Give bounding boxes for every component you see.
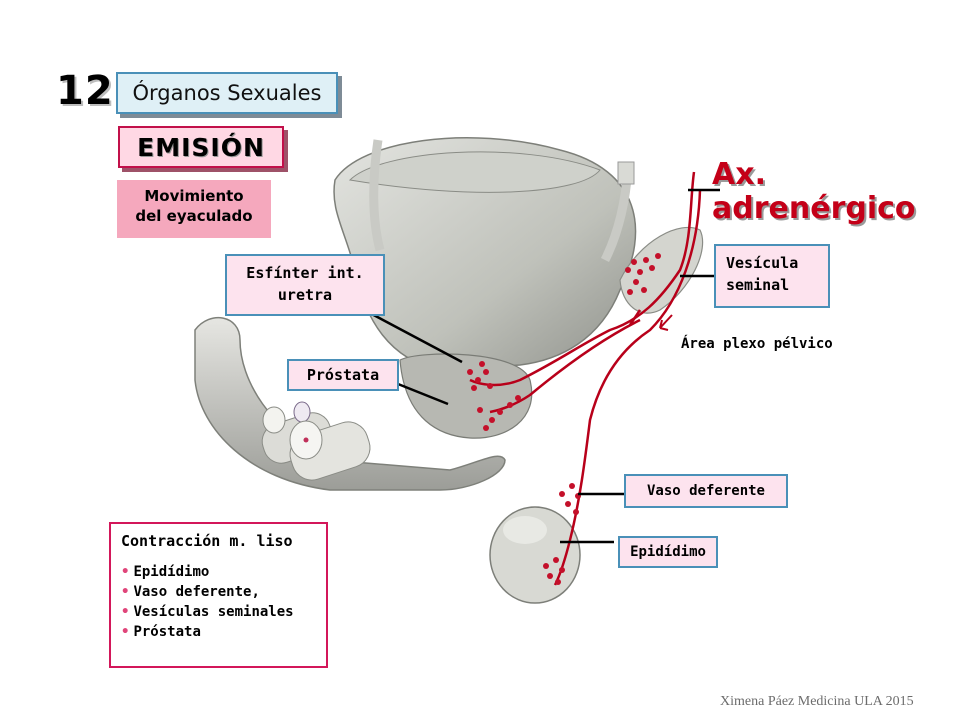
label-axon-adrenergico: Ax. adrenérgico: [712, 158, 916, 226]
ureter-left: [369, 139, 385, 252]
contraction-item-text: Epidídimo: [133, 564, 210, 580]
prostate-shape: [399, 353, 533, 439]
bullet-icon: •: [121, 624, 130, 640]
contraction-box: Contracción m. liso •Epidídimo •Vaso def…: [109, 522, 328, 668]
esfinter-line-2: uretra: [277, 286, 333, 304]
label-area-plexo: Área plexo pélvico: [681, 336, 833, 352]
bladder-apex: [348, 151, 601, 193]
contraction-item-text: Próstata: [133, 624, 201, 640]
leader-lines: [367, 188, 720, 544]
subtitle-line-1: Movimiento: [144, 187, 244, 205]
subtitle-line-2: del eyaculado: [135, 207, 253, 225]
label-epididimo: Epidídimo: [618, 536, 718, 568]
bullet-icon: •: [121, 564, 130, 580]
contraction-item-text: Vaso deferente,: [133, 584, 260, 600]
contraction-title: Contracción m. liso: [121, 532, 293, 550]
category-label: Órganos Sexuales: [116, 72, 338, 114]
bullet-icon: •: [121, 584, 130, 600]
contraction-item: •Próstata: [121, 622, 326, 642]
credit-text: Ximena Páez Medicina ULA 2015: [720, 694, 914, 709]
label-vaso-deferente: Vaso deferente: [624, 474, 788, 508]
nerve-terminals: [467, 253, 661, 585]
vesicula-line-2: seminal: [726, 276, 790, 294]
slide-title: EMISIÓN: [118, 126, 284, 168]
label-esfinter: Esfínter int. uretra: [225, 254, 385, 316]
axon-line-2: adrenérgico: [712, 191, 916, 226]
vesicula-line-1: Vesícula: [726, 254, 799, 272]
axon-line-1: Ax.: [712, 157, 766, 192]
subtitle-box: Movimiento del eyaculado: [117, 180, 271, 238]
bullet-icon: •: [121, 604, 130, 620]
seminal-vesicle-shape: [619, 226, 704, 314]
contraction-item: •Vesículas seminales: [121, 602, 326, 622]
label-vesicula: Vesícula seminal: [714, 244, 830, 308]
contraction-item-text: Vesículas seminales: [133, 604, 294, 620]
label-prostata: Próstata: [287, 359, 399, 391]
contraction-item: •Epidídimo: [121, 562, 326, 582]
esfinter-line-1: Esfínter int.: [246, 264, 364, 282]
contraction-item: •Vaso deferente,: [121, 582, 326, 602]
contraction-list: •Epidídimo •Vaso deferente, •Vesículas s…: [121, 562, 326, 642]
